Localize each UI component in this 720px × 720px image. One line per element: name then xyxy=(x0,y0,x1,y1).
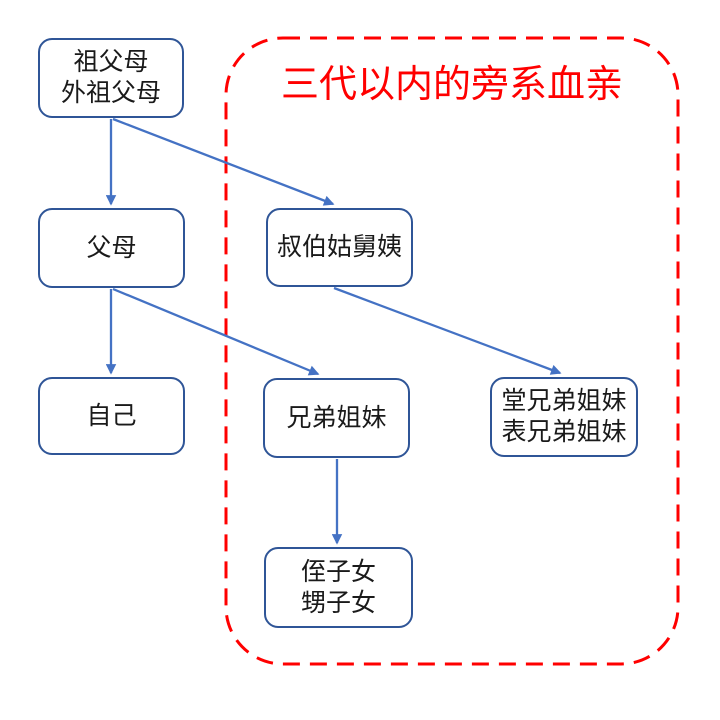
node-grandparents: 祖父母 外祖父母 xyxy=(38,38,184,118)
edge-parents-siblings xyxy=(112,287,320,376)
node-uncles-aunts: 叔伯姑舅姨 xyxy=(266,208,413,287)
node-self: 自己 xyxy=(38,377,185,455)
region-title: 三代以内的旁系血亲 xyxy=(280,64,623,106)
edge-grandparents-uncles-aunts xyxy=(112,117,335,206)
node-nephews-nieces: 侄子女 甥子女 xyxy=(264,547,413,628)
node-parents: 父母 xyxy=(38,208,185,288)
node-cousins: 堂兄弟姐妹 表兄弟姐妹 xyxy=(490,377,638,457)
node-siblings: 兄弟姐妹 xyxy=(263,378,410,458)
collateral-relatives-region-outline xyxy=(224,36,680,666)
edge-uncles-aunts-cousins xyxy=(333,286,562,375)
